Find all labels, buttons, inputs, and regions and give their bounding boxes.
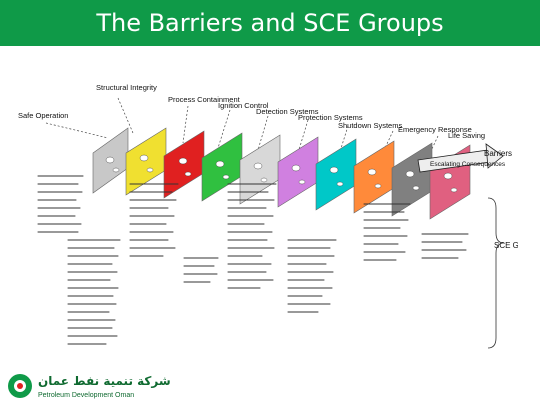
label-process-containment: Process Containment [168,95,241,104]
barrier-diagram: Safe Operation Structural Integrity Proc… [18,83,518,349]
label-escalating-consequences: Escalating Consequences [430,161,506,168]
panel-emergency-response [315,138,357,211]
company-name-english: Petroleum Development Oman [38,392,135,399]
label-structural-integrity: Structural Integrity [96,83,157,92]
sce-list-col-8 [421,233,469,259]
sce-list-col-2 [67,239,121,345]
label-shutdown-systems: Shutdown Systems [338,121,402,130]
panel-protection [239,134,281,205]
label-protection-systems: Protection Systems [298,113,363,122]
side-label-sce-groups: SCE Groups [494,241,518,250]
sce-list-col-6 [287,239,337,313]
panel-holes [105,154,458,193]
title-bar: The Barriers and SCE Groups [0,0,540,46]
sce-bracket [487,197,505,349]
sce-group-lists [37,175,469,345]
sce-list-col-1 [37,175,84,233]
panel-process-containment [125,127,167,196]
panel-extra-1 [391,142,433,217]
sce-list-col-4 [183,257,219,283]
escalation-arrow [417,143,504,173]
label-ignition-control: Ignition Control [218,101,269,110]
panel-shutdown [277,136,319,208]
panel-life-saving [353,140,395,214]
label-life-saving: Life Saving [448,131,485,140]
label-safe-operation: Safe Operation [18,111,68,120]
sce-list-col-3 [129,183,179,257]
sce-list-col-5 [227,183,277,289]
side-label-barriers: Barriers [484,149,512,158]
sce-list-col-7 [363,203,411,261]
panel-detection [201,132,243,202]
slide-title: The Barriers and SCE Groups [96,9,444,37]
pdo-logo-icon [8,374,32,398]
label-emergency-response: Emergency Response [398,125,472,134]
label-detection-systems: Detection Systems [256,107,319,116]
company-name-arabic: شركة تنمية نفط عمان [38,374,171,388]
panel-ignition-control [163,130,205,199]
